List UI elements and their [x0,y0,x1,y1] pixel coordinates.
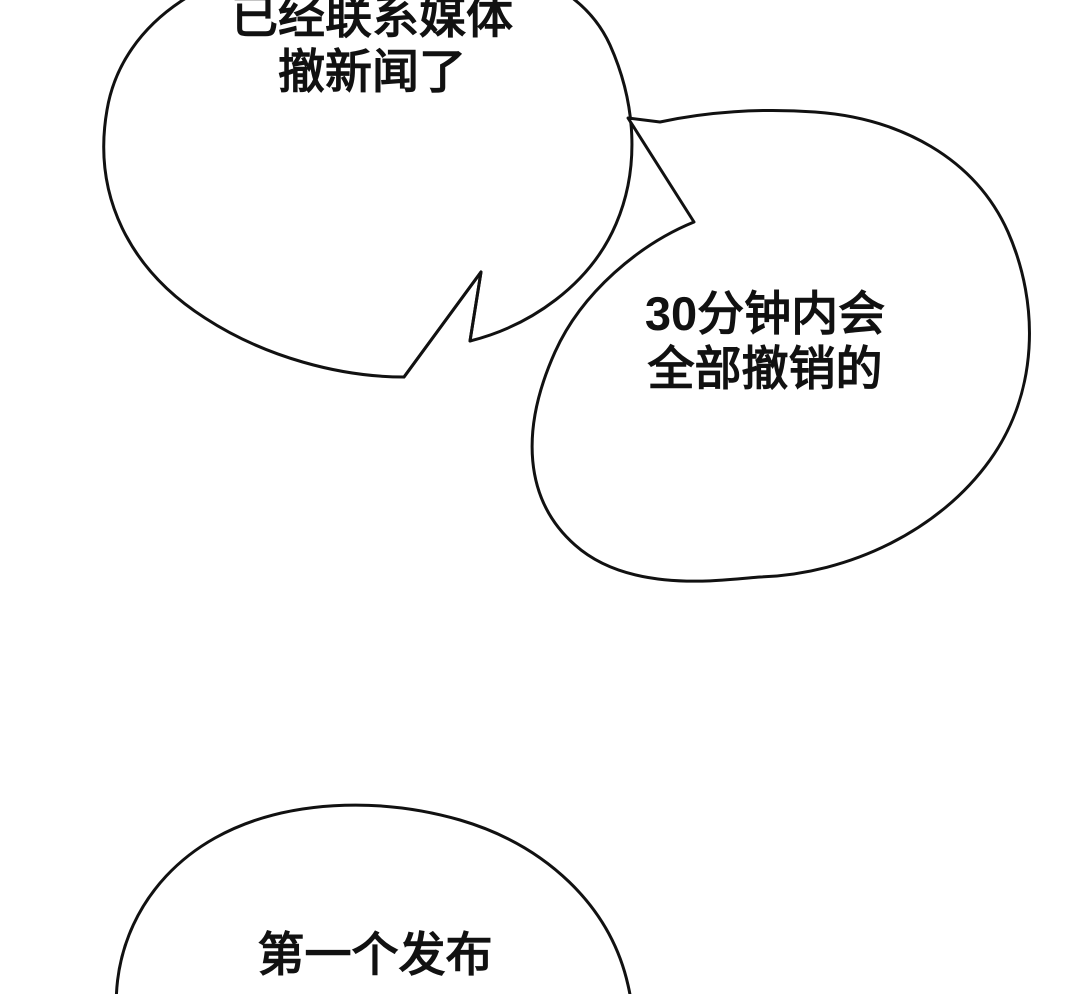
bubble-2-line-1: 30分钟内会 [644,287,886,340]
bubble-1-line-2: 撤新闻了 [278,44,466,98]
speech-bubble-right-text: 30分钟内会 全部撤销的 [545,287,985,396]
speech-bubble-top-left-outline [102,0,634,379]
bubble-3-line-1: 第一个发布 [257,928,493,981]
speech-bubble-right-outline [530,108,1031,583]
bubble-1-line-1: 已经联系媒体 [231,0,513,43]
speech-bubble-top-left-tail [402,270,483,379]
speech-bubble-bottom-text: 第一个发布 [155,928,595,983]
speech-bubble-bottom-outline [114,803,632,994]
bubble-2-line-2: 全部撤销的 [647,341,883,395]
speech-bubble-top-left-text: 已经联系媒体 撤新闻了 [152,0,592,99]
